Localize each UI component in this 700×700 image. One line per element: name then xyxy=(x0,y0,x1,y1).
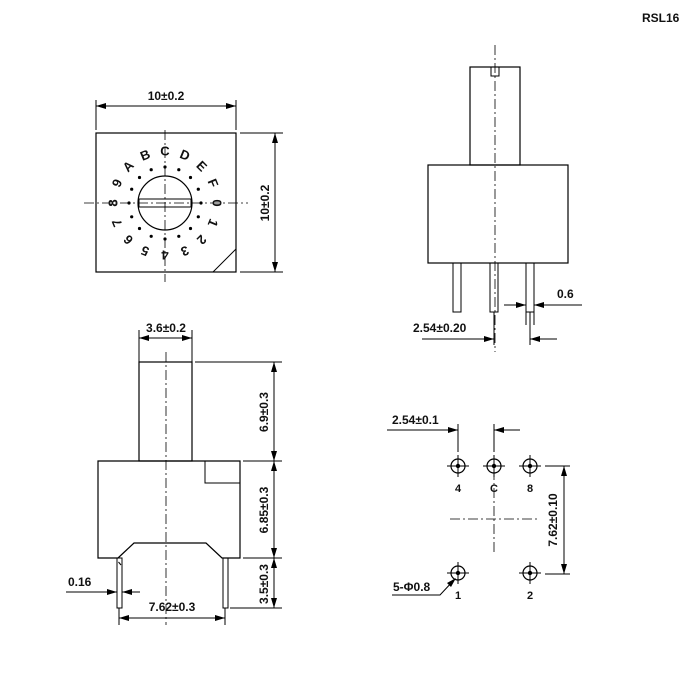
arrow-head xyxy=(494,427,504,433)
dial-label: D xyxy=(178,146,192,163)
arrow-head xyxy=(272,133,278,143)
arrow-head xyxy=(96,103,106,109)
arrow-head xyxy=(271,362,277,372)
dial-tick xyxy=(149,234,153,238)
front-pin-left xyxy=(116,557,123,609)
arrow-head xyxy=(271,558,277,568)
dial-label: 5 xyxy=(139,243,151,260)
top-body-outline xyxy=(95,132,237,273)
dial-label: C xyxy=(160,144,170,159)
shaft-height-dim-text: 6.9±0.3 xyxy=(257,392,271,432)
part-number: RSL16 xyxy=(642,11,680,25)
footprint-pin-label: 8 xyxy=(527,483,533,495)
arrow-head xyxy=(182,335,192,341)
pin-offset-dim-text: 0.16 xyxy=(68,575,92,589)
dial-label: 8 xyxy=(106,199,121,206)
corner-chamfer xyxy=(212,248,237,273)
arrow-head xyxy=(215,615,225,621)
footprint-pin-label: 2 xyxy=(527,590,533,602)
arrow-head xyxy=(272,262,278,272)
arrow-head xyxy=(271,598,277,608)
dial-tick xyxy=(177,234,181,238)
arrow-head xyxy=(226,103,236,109)
dial-tick xyxy=(177,168,181,172)
arrow-head xyxy=(271,461,277,471)
arrow-head xyxy=(530,336,540,342)
front-body-outline xyxy=(97,460,241,559)
dial-label: 2 xyxy=(194,232,210,248)
arrow-head xyxy=(448,427,458,433)
side-pin xyxy=(452,262,462,313)
arrow-head xyxy=(447,578,456,587)
dial-tick xyxy=(188,226,193,231)
dial-tick xyxy=(163,237,167,241)
arrow-head xyxy=(271,451,277,461)
front-body-notch xyxy=(204,461,240,484)
pin-hatch xyxy=(118,561,122,566)
dial-tick xyxy=(137,226,142,231)
dial-tick-marks xyxy=(127,165,203,241)
dial-label: B xyxy=(138,146,152,163)
pin-span-dim-text: 7.62±0.3 xyxy=(149,600,196,614)
row-spacing-dim-text: 7.62±0.10 xyxy=(546,493,560,547)
footprint-holes: 4 C 8 1 2 xyxy=(447,455,541,602)
dial-label: 7 xyxy=(109,217,126,229)
footprint-pin-label: 1 xyxy=(455,590,461,602)
arrow-head xyxy=(119,615,129,621)
arrow-head xyxy=(534,302,544,308)
footprint-pitch-dim-text: 2.54±0.1 xyxy=(392,413,439,427)
top-height-dim-text: 10±0.2 xyxy=(258,184,272,221)
arrow-head xyxy=(107,589,117,595)
dial-tick xyxy=(127,201,131,205)
dial-label: 6 xyxy=(120,232,136,248)
dial-tick xyxy=(149,168,153,172)
pin-width-dim-text: 0.6 xyxy=(557,287,574,301)
dial-tick xyxy=(163,165,167,169)
arrow-head xyxy=(271,548,277,558)
dial-tick xyxy=(196,187,200,191)
arrow-head xyxy=(561,466,567,476)
dial-tick xyxy=(130,215,134,219)
dial-label: 9 xyxy=(109,177,126,189)
side-view: 0.6 2.54±0.20 xyxy=(413,45,582,352)
front-pin-right xyxy=(222,557,229,609)
dial-tick xyxy=(199,201,203,205)
dial-label: F xyxy=(205,177,222,190)
top-width-dim-text: 10±0.2 xyxy=(148,89,185,103)
dial-label: 0 xyxy=(210,199,225,206)
dial-tick xyxy=(130,187,134,191)
side-pin xyxy=(489,262,499,313)
arrow-head xyxy=(484,336,494,342)
dial-tick xyxy=(188,175,193,180)
side-pin xyxy=(525,262,535,313)
dial-label: 4 xyxy=(161,248,169,263)
dial-label: 1 xyxy=(205,217,222,229)
arrow-head xyxy=(122,589,132,595)
side-body-outline xyxy=(427,164,569,264)
dial-label: E xyxy=(193,158,210,175)
footprint-pin-label: C xyxy=(490,483,498,495)
front-view: 3.6±0.2 6.9±0.3 6.85±0.3 3.5±0.3 0.16 7.… xyxy=(66,321,282,625)
pin-length-dim-text: 3.5±0.3 xyxy=(257,564,271,604)
dial-label: A xyxy=(120,157,138,175)
body-height-dim-text: 6.85±0.3 xyxy=(257,486,271,533)
dial-label: 3 xyxy=(179,243,191,260)
shaft-width-dim-text: 3.6±0.2 xyxy=(146,321,186,335)
pcb-footprint: 2.54±0.1 4 C 8 1 2 7.62±0.10 5-Φ0.8 xyxy=(387,413,570,602)
dial-tick xyxy=(196,215,200,219)
dial-tick xyxy=(137,175,142,180)
pitch-dim-text: 2.54±0.20 xyxy=(413,321,467,335)
hole-dim-text: 5-Φ0.8 xyxy=(393,580,431,594)
arrow-head xyxy=(516,302,526,308)
footprint-pin-label: 4 xyxy=(455,483,462,495)
arrow-head xyxy=(139,335,149,341)
front-shaft-outline xyxy=(138,361,193,462)
arrow-head xyxy=(561,564,567,574)
